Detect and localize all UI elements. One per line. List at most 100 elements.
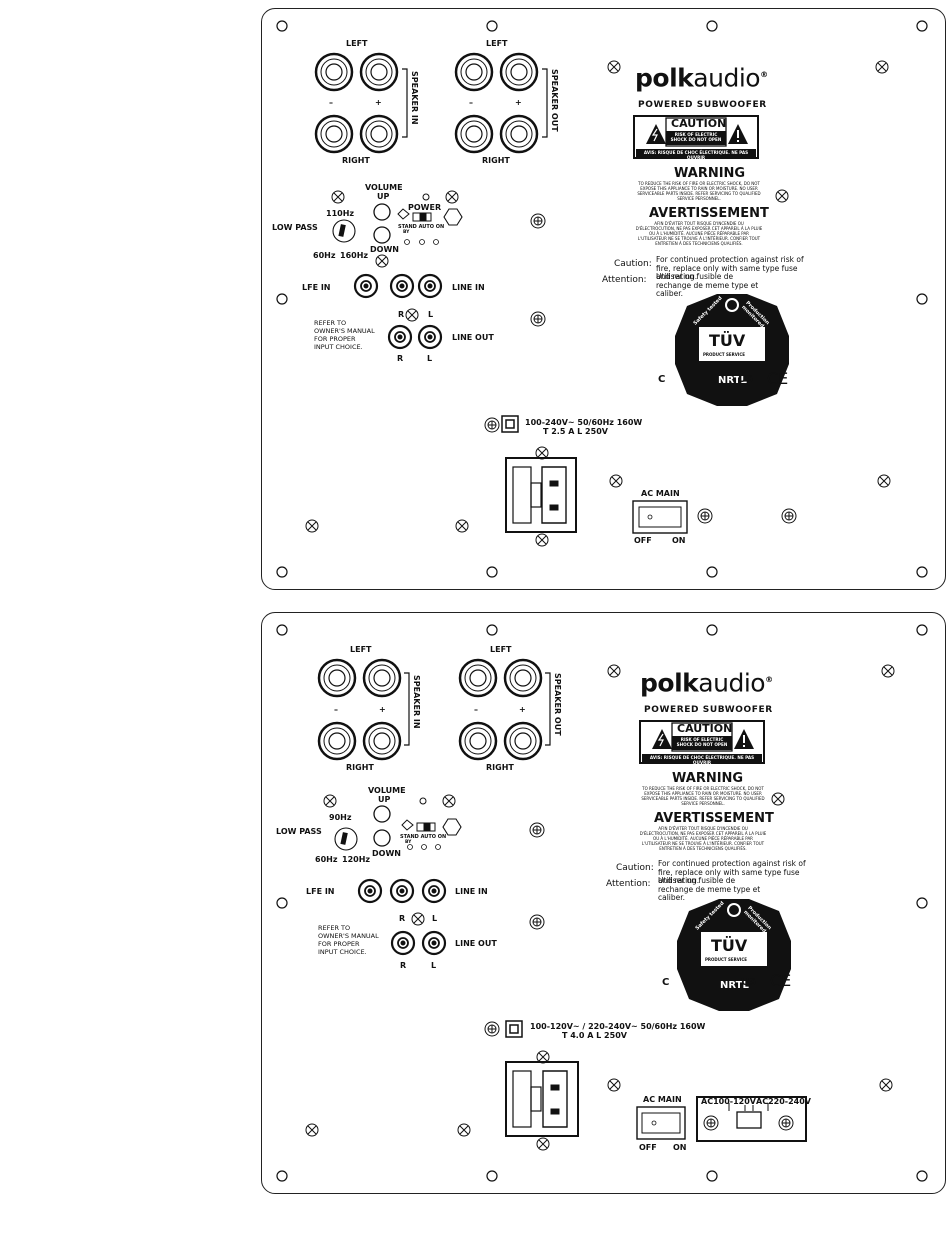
low-pass-knob (332, 219, 356, 243)
voltage-selector (696, 1096, 807, 1142)
screw-plus (778, 1115, 794, 1131)
screw-x (323, 794, 337, 808)
screw-x (607, 60, 621, 74)
rca-jack-line-in-l (417, 273, 443, 299)
ac-main-switch (632, 500, 688, 534)
rca-jack-line-out-r (387, 324, 413, 350)
volume-up-button (373, 805, 391, 823)
mount-hole (276, 897, 288, 909)
product-name: POWERED SUBWOOFER (644, 705, 773, 715)
tuv-sub: PRODUCT SERVICE (705, 957, 747, 962)
mount-hole (486, 624, 498, 636)
line-out-r-label: R (397, 354, 404, 363)
screw-x (405, 308, 419, 322)
power-led (419, 797, 427, 805)
screw-x (442, 794, 456, 808)
lightning-warning-icon (652, 729, 672, 749)
rear-panel-2: LEFT – + RIGHT SPEAKER IN LEFT – + RIGHT… (261, 612, 946, 1194)
warning-title: WARNING (672, 771, 744, 786)
tuv-nrtl: NRTL (718, 375, 747, 386)
power-led (422, 193, 430, 201)
binding-post (499, 52, 539, 92)
mount-hole (916, 624, 928, 636)
mount-hole (276, 624, 288, 636)
binding-post (359, 114, 399, 154)
screw-x (536, 1137, 550, 1151)
iec-power-inlet (505, 1061, 579, 1137)
ce-mark: CE (767, 369, 789, 388)
mount-hole (916, 20, 928, 32)
speaker-in-side-label: SPEAKER IN (410, 71, 419, 125)
binding-post (503, 658, 543, 698)
screw-plus (529, 822, 545, 838)
off-label: OFF (634, 536, 652, 545)
line-in-label: LINE IN (455, 887, 488, 896)
mount-hole (486, 566, 498, 578)
iec-power-inlet (505, 457, 577, 533)
speaker-in-plus: + (375, 98, 382, 107)
attention-label-text: Attention: (606, 879, 651, 889)
double-insulation-icon (505, 1020, 523, 1038)
tuv-mark: TÜV (709, 331, 746, 350)
screw-plus (530, 311, 546, 327)
power-label: POWER (408, 203, 442, 212)
screw-x (331, 190, 345, 204)
screw-x (455, 519, 469, 533)
screw-x (881, 664, 895, 678)
low-pass-knob (334, 827, 358, 851)
rca-jack-line-in-r (389, 273, 415, 299)
low-pass-right: 120Hz (342, 855, 371, 864)
brand-logo: polkaudio® (640, 668, 773, 698)
warning-title: WARNING (674, 166, 746, 181)
lfe-in-label: LFE IN (306, 887, 335, 896)
speaker-out-right-label: RIGHT (482, 156, 510, 165)
avertissement-title: AVERTISSEMENT (649, 206, 769, 221)
mount-hole (916, 293, 928, 305)
voltage-selector-right-label: AC220-240V (756, 1097, 811, 1106)
caution-label-text: Caution: (616, 863, 654, 873)
screw-plus (530, 213, 546, 229)
mount-hole (276, 293, 288, 305)
rear-panel-1: LEFT – + RIGHT SPEAKER IN LEFT – + RIGHT… (261, 8, 946, 590)
binding-post (314, 114, 354, 154)
rca-jack-line-out-r (390, 930, 416, 956)
power-switch-labels: STAND AUTO ON (400, 834, 447, 840)
tuv-c: C (662, 977, 670, 988)
binding-post (362, 658, 402, 698)
screw-x (305, 519, 319, 533)
speaker-out-left-label: LEFT (490, 645, 512, 654)
speaker-out-side-label: SPEAKER OUT (553, 673, 562, 736)
avertissement-text: AFIN D'ÉVITER TOUT RISQUE D'INCENDIE OU … (639, 826, 767, 851)
speaker-out-left-label: LEFT (486, 39, 508, 48)
power-rating-line2: T 4.0 A L 250V (562, 1031, 627, 1040)
line-in-r-label: R (399, 914, 406, 923)
line-out-label: LINE OUT (452, 333, 494, 342)
warning-text: TO REDUCE THE RISK OF FIRE OR ELECTRIC S… (641, 786, 765, 806)
caution-sub: RISK OF ELECTRIC SHOCK DO NOT OPEN (676, 737, 728, 747)
binding-post (317, 658, 357, 698)
volume-down-button (373, 829, 391, 847)
attention-label-text: Attention: (602, 275, 647, 285)
brand-logo: polkaudio® (635, 63, 768, 93)
mount-hole (706, 624, 718, 636)
power-rating-line1: 100-120V~ / 220-240V~ 50/60Hz 160W (530, 1022, 706, 1031)
mount-hole (276, 1170, 288, 1182)
mount-hole (486, 1170, 498, 1182)
product-name: POWERED SUBWOOFER (638, 100, 767, 110)
screw-x (609, 474, 623, 488)
screw-plus (703, 1115, 719, 1131)
low-pass-top: 110Hz (326, 209, 355, 218)
volume-down-label: DOWN (372, 849, 401, 858)
screw-x (445, 190, 459, 204)
screw-x (875, 60, 889, 74)
speaker-out-minus: – (474, 705, 478, 714)
lfe-in-label: LFE IN (302, 283, 331, 292)
rca-jack-lfe (353, 273, 379, 299)
ac-main-label: AC MAIN (643, 1095, 682, 1104)
off-label: OFF (639, 1143, 657, 1152)
screw-x (535, 533, 549, 547)
screw-x (877, 474, 891, 488)
tuv-certification-mark (675, 294, 789, 406)
power-switch (412, 212, 432, 222)
line-out-l-label: L (431, 961, 437, 970)
